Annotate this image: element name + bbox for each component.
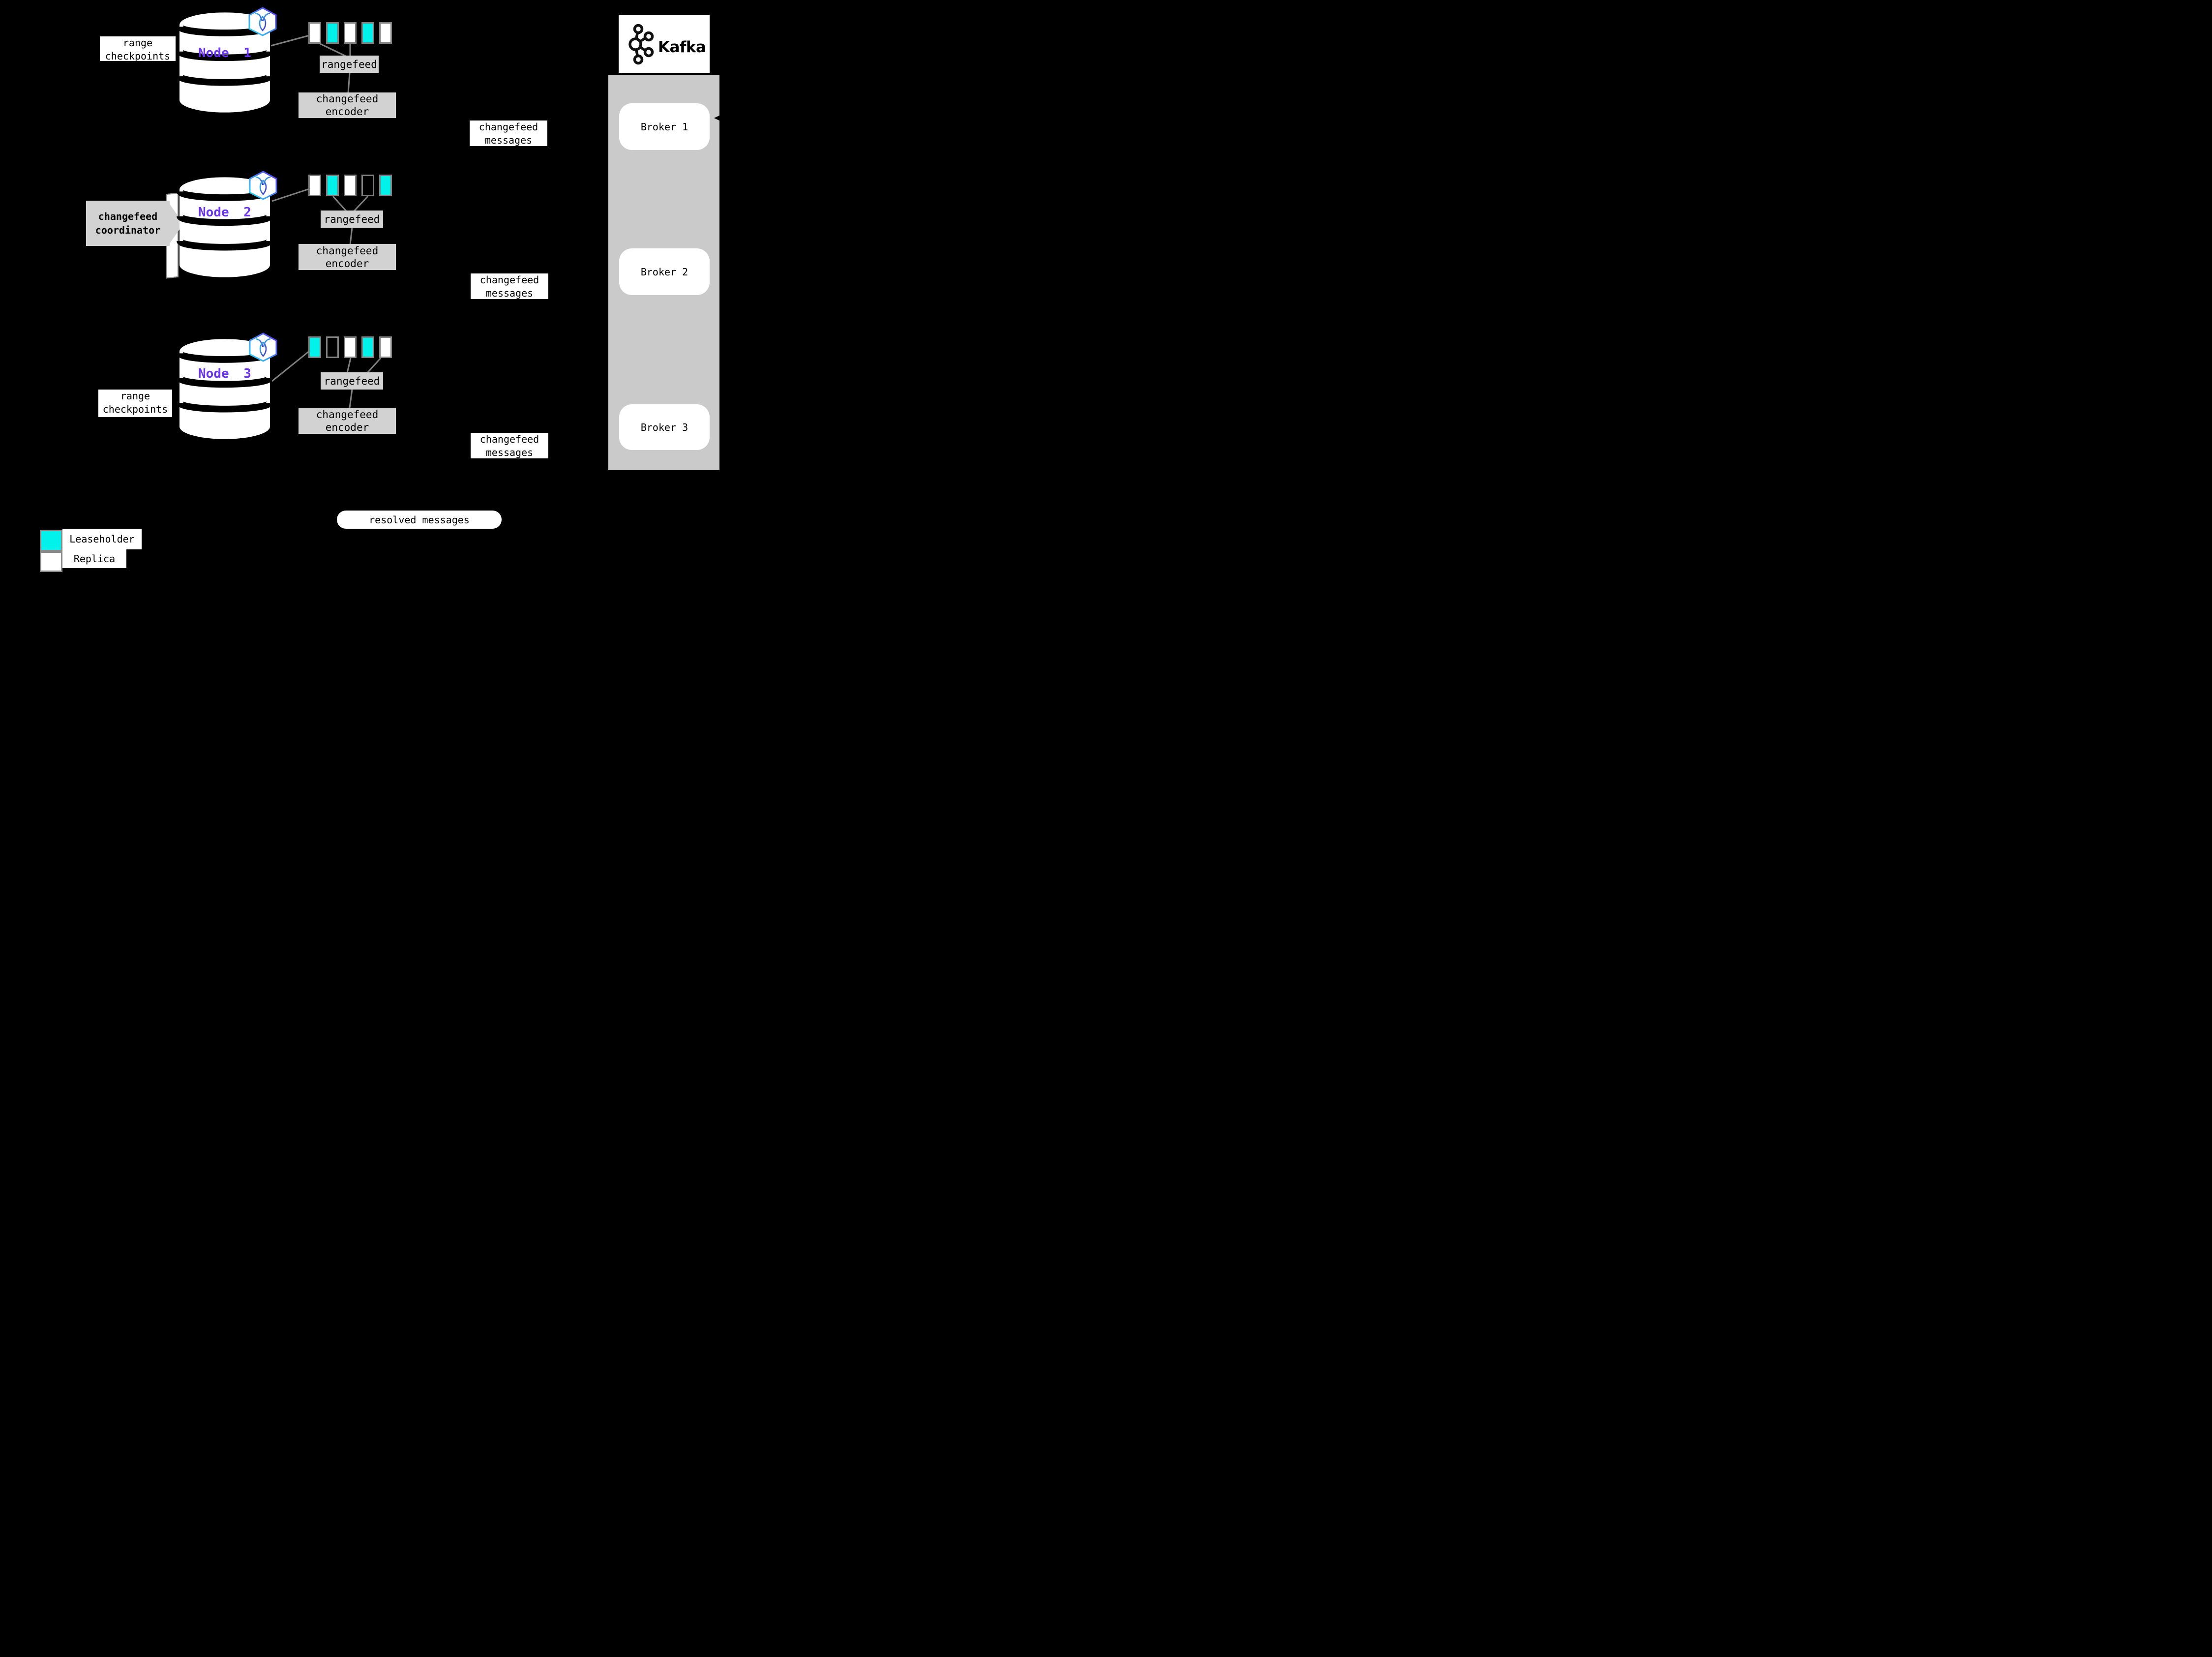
connector-lines xyxy=(270,34,382,408)
resolved-messages-label: resolved messages xyxy=(337,511,502,529)
changefeed-encoder-box: changefeed encoder xyxy=(299,244,396,270)
range-leaseholder-cell xyxy=(326,22,339,44)
connector-line xyxy=(332,195,347,212)
connector-line xyxy=(349,227,353,245)
connector-line xyxy=(347,72,351,93)
connector-line xyxy=(353,195,369,212)
changefeed-encoder-box: changefeed encoder xyxy=(299,92,396,118)
range-leaseholder-cell xyxy=(308,336,321,358)
connector-line xyxy=(320,43,346,57)
connector-line xyxy=(346,358,352,373)
range-leaseholder-cell xyxy=(361,336,374,358)
connector-line xyxy=(349,389,353,408)
changefeed-messages-label: changefeed messages xyxy=(471,433,548,458)
node-1-label: Node 1 xyxy=(198,46,251,60)
database-cylinder-icon xyxy=(177,339,273,439)
range-checkpoints-label: range checkpoints xyxy=(98,390,172,417)
legend-replica-label: Replica xyxy=(62,549,126,568)
range-empty-cell xyxy=(361,175,374,196)
connector-line xyxy=(366,357,382,374)
node-3-label: Node 3 xyxy=(198,366,251,381)
range-replica-cell xyxy=(379,22,392,44)
rangefeed-box: rangefeed xyxy=(320,56,379,73)
database-cylinder-icon xyxy=(177,177,273,277)
range-replica-cell xyxy=(344,336,357,358)
range-replica-cell xyxy=(344,22,357,44)
kafka-header-box xyxy=(619,15,710,73)
rangefeed-box: rangefeed xyxy=(321,372,383,390)
connector-line xyxy=(271,188,310,202)
range-leaseholder-cell xyxy=(379,175,392,196)
changefeed-messages-label: changefeed messages xyxy=(470,121,547,146)
changefeed-messages-label: changefeed messages xyxy=(471,273,548,299)
kafka-wordmark: Kafka xyxy=(658,38,706,56)
range-empty-cell xyxy=(326,336,339,358)
legend-leaseholder-label: Leaseholder xyxy=(62,529,142,549)
range-replica-cell xyxy=(308,22,321,44)
range-leaseholder-cell xyxy=(361,22,374,44)
arrowhead-left-icon xyxy=(714,114,722,122)
range-replica-cell xyxy=(308,175,321,196)
kafka-logo-icon xyxy=(628,24,654,65)
range-replica-cell xyxy=(344,175,357,196)
changefeed-coordinator-label: changefeed coordinator xyxy=(86,201,170,246)
cockroachdb-logo-icon xyxy=(249,332,277,362)
connector-line xyxy=(271,350,310,382)
range-replica-cell xyxy=(379,336,392,358)
range-leaseholder-cell xyxy=(326,175,339,196)
range-checkpoints-label: range checkpoints xyxy=(100,36,176,61)
legend-replica-swatch xyxy=(40,551,62,572)
broker-3-box: Broker 3 xyxy=(619,404,710,450)
cockroachdb-logo-icon xyxy=(249,171,277,200)
broker-1-box: Broker 1 xyxy=(619,103,710,150)
cockroachdb-logo-icon xyxy=(248,7,277,36)
changefeed-architecture-diagram: changefeed coordinator Node 1 xyxy=(0,0,771,577)
changefeed-encoder-box: changefeed encoder xyxy=(299,408,396,434)
legend-leaseholder-swatch xyxy=(40,530,62,551)
rangefeed-box: rangefeed xyxy=(321,211,383,228)
connector-line xyxy=(270,34,310,47)
broker-2-box: Broker 2 xyxy=(619,248,710,295)
node-2-label: Node 2 xyxy=(198,205,251,220)
